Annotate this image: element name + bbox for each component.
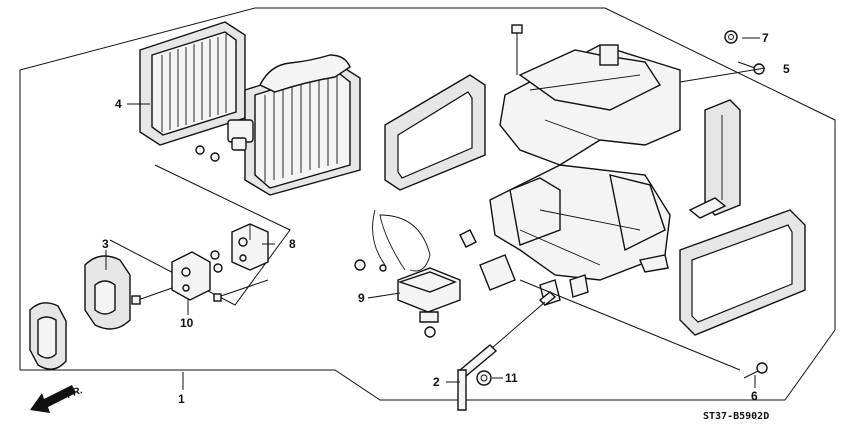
seal-gasket-left: [384, 74, 486, 191]
diagram-code: ST37-B5902D: [703, 411, 769, 422]
lower-evaporator-case: [479, 164, 671, 306]
valve-body: [131, 251, 269, 305]
clip: [459, 229, 477, 248]
callout-11: 11: [505, 371, 518, 385]
leader-lines: [105, 37, 766, 390]
drain-hose: [457, 291, 557, 411]
front-direction-label: FR.: [65, 385, 84, 401]
seal-strip-right: [688, 99, 741, 219]
screw-6: [743, 362, 768, 379]
drain-seal-ring: [29, 302, 67, 370]
seal-gasket-right: [679, 209, 806, 336]
thermostat: [354, 209, 461, 338]
callout-9: 9: [358, 291, 365, 305]
arrow-down-left-icon: [30, 385, 76, 413]
evaporator-filter-core: [139, 21, 246, 146]
callout-6: 6: [751, 389, 758, 403]
callout-7: 7: [762, 31, 769, 45]
callout-1: 1: [178, 392, 185, 406]
callout-3: 3: [102, 237, 109, 251]
callout-8: 8: [289, 237, 296, 251]
front-direction-indicator: FR.: [30, 385, 84, 413]
callout-4: 4: [115, 97, 122, 111]
evaporator-core: [195, 54, 361, 196]
callout-5: 5: [783, 62, 790, 76]
nut: [476, 370, 492, 386]
grommet: [84, 255, 131, 330]
callout-10: 10: [180, 316, 194, 330]
callout-2: 2: [433, 375, 440, 389]
expansion-valve-block: [210, 223, 269, 273]
assembly-frame-bottom: [20, 369, 785, 401]
screw-7: [724, 30, 738, 44]
upper-evaporator-case: [499, 24, 681, 166]
assembly-frame: [19, 7, 836, 401]
